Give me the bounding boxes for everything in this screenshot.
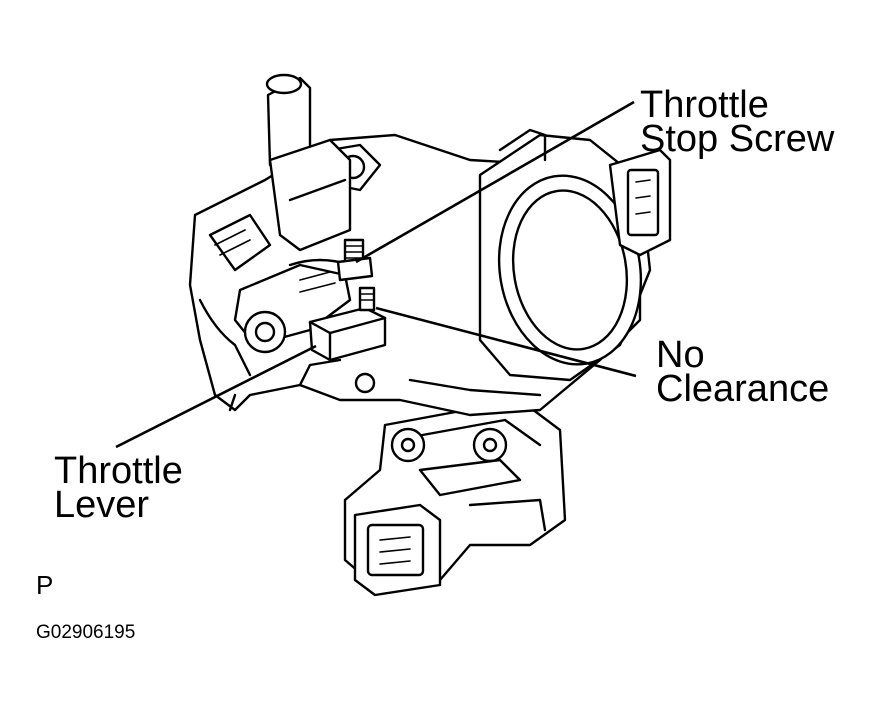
label-throttle-stop-screw: Throttle Stop Screw — [640, 84, 835, 160]
label-throttle-lever: Throttle Lever — [54, 450, 183, 526]
leader-throttle-lever — [115, 344, 317, 449]
label-throttle-stop-screw-line1: Throttle — [640, 84, 769, 126]
figure-letter: P — [36, 570, 54, 600]
label-no-clearance-line2: Clearance — [656, 368, 830, 410]
label-throttle-lever-line2: Lever — [54, 484, 150, 526]
throttle-position-sensor — [608, 148, 672, 257]
leader-no-clearance — [375, 306, 637, 378]
lower-connector — [353, 503, 442, 597]
throttle-bore — [478, 128, 652, 382]
label-throttle-stop-screw-line2: Stop Screw — [640, 118, 835, 160]
label-no-clearance: No Clearance — [656, 334, 830, 410]
leader-stop-screw — [355, 100, 635, 264]
upper-pipe-assembly — [265, 73, 352, 252]
label-throttle-lever-line1: Throttle — [54, 450, 183, 492]
figure-code: G02906195 — [36, 622, 136, 643]
throttle-stop-screw-part — [336, 238, 376, 312]
label-no-clearance-line1: No — [656, 334, 705, 376]
